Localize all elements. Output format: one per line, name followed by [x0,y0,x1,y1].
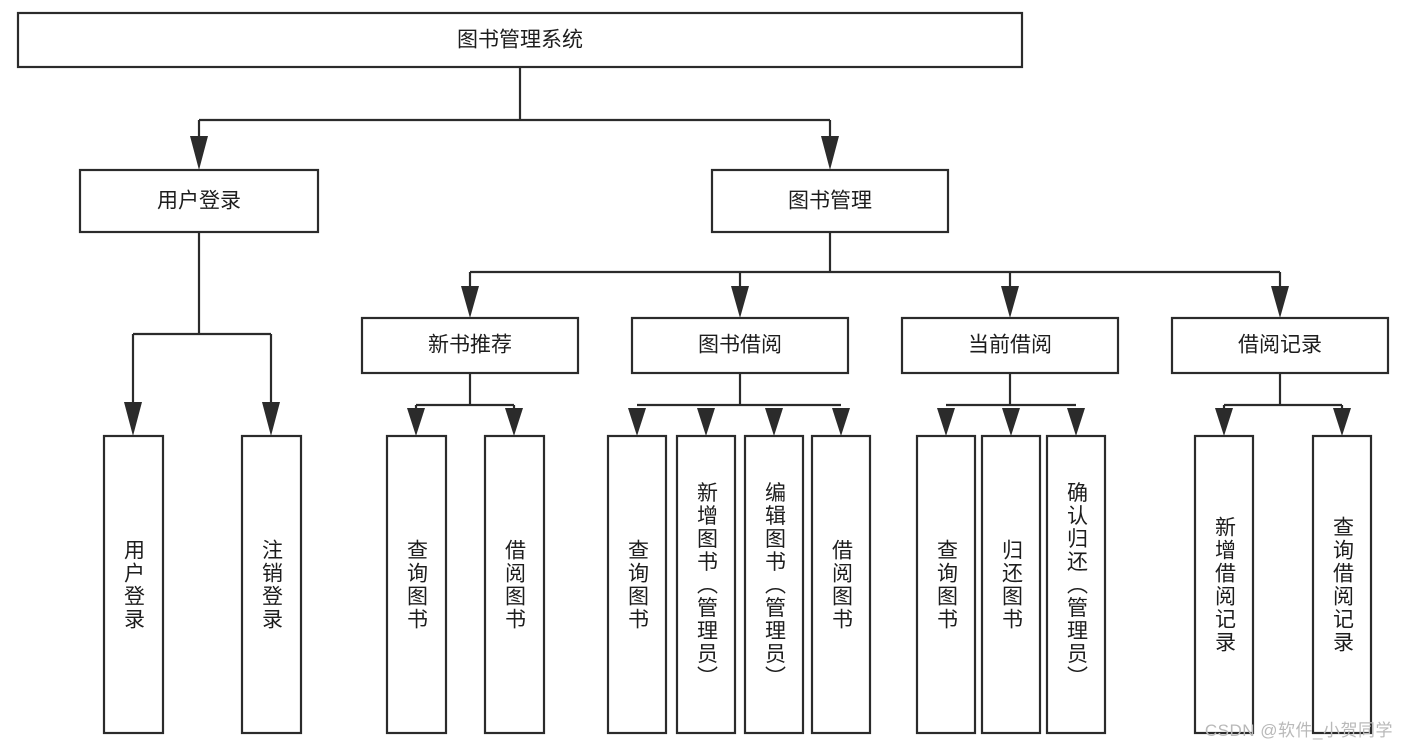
node-new-book-rec-box[interactable] [360,316,580,375]
node-current-borrow-label: 当前借阅 [968,334,1052,357]
connector-layer [124,67,1351,436]
node-leaf-2-label: 注销登录 [260,539,284,631]
node-leaf-12[interactable]: 新增借阅记录 [1193,434,1255,735]
node-root-label: 图书管理系统 [457,29,583,52]
csdn-watermark: CSDN @软件_小贺同学 [1204,721,1393,740]
arrow-head-leaf-12 [1215,408,1233,436]
node-book-mgmt-label: 图书管理 [788,190,872,213]
arrow-head-book-borrow [731,286,749,318]
node-leaf-9[interactable]: 查询图书 [915,434,977,735]
node-leaf-8-box[interactable] [810,434,872,735]
node-leaf-1-box[interactable] [102,434,165,735]
arrow-head-leaf-5 [628,408,646,436]
node-leaf-13-label: 查询借阅记录 [1331,516,1355,654]
node-leaf-10-box[interactable] [980,434,1042,735]
node-borrow-record[interactable]: 借阅记录 [1170,316,1390,375]
node-leaf-7-box[interactable] [743,434,805,735]
node-leaf-8[interactable]: 借阅图书 [810,434,872,735]
arrow-head-leaf-7 [765,408,783,436]
arrow-head-user-login [190,136,208,170]
arrow-head-leaf-11 [1067,408,1085,436]
node-leaf-4-box[interactable] [483,434,546,735]
node-leaf-11-label: 确认归还（管理员） [1065,482,1089,689]
node-leaf-1[interactable]: 用户登录 [102,434,165,735]
node-leaf-3-label: 查询图书 [405,539,429,631]
arrow-head-current-borrow [1001,286,1019,318]
node-book-mgmt[interactable]: 图书管理 [710,168,950,234]
node-leaf-5-box[interactable] [606,434,668,735]
node-leaf-6[interactable]: 新增图书（管理员） [675,434,737,735]
node-leaf-2-box[interactable] [240,434,303,735]
node-book-borrow[interactable]: 图书借阅 [630,316,850,375]
node-leaf-11-box[interactable] [1045,434,1107,735]
arrow-head-leaf-10 [1002,408,1020,436]
node-book-borrow-label: 图书借阅 [698,334,782,357]
arrow-head-leaf-4 [505,408,523,436]
node-user-login-box[interactable] [78,168,320,234]
node-leaf-13[interactable]: 查询借阅记录 [1311,434,1373,735]
node-leaf-4[interactable]: 借阅图书 [483,434,546,735]
node-leaf-9-label: 查询图书 [935,539,959,631]
node-leaf-2[interactable]: 注销登录 [240,434,303,735]
node-root-box[interactable] [16,11,1024,69]
arrow-head-leaf-2 [262,402,280,436]
node-leaf-9-box[interactable] [915,434,977,735]
node-leaf-10-label: 归还图书 [1000,539,1024,631]
node-leaf-7-label: 编辑图书（管理员） [763,482,787,689]
node-current-borrow-box[interactable] [900,316,1120,375]
node-leaf-12-box[interactable] [1193,434,1255,735]
node-user-login[interactable]: 用户登录 [78,168,320,234]
arrow-head-book-mgmt [821,136,839,170]
arrow-head-new-book-rec [461,286,479,318]
arrow-head-leaf-8 [832,408,850,436]
node-leaf-1-label: 用户登录 [122,539,146,631]
node-leaf-13-box[interactable] [1311,434,1373,735]
node-leaf-5-label: 查询图书 [626,539,650,631]
node-borrow-record-box[interactable] [1170,316,1390,375]
arrow-head-leaf-6 [697,408,715,436]
arrow-head-leaf-13 [1333,408,1351,436]
arrow-head-leaf-3 [407,408,425,436]
node-leaf-7[interactable]: 编辑图书（管理员） [743,434,805,735]
node-leaf-5[interactable]: 查询图书 [606,434,668,735]
node-leaf-8-label: 借阅图书 [830,539,854,631]
node-user-login-label: 用户登录 [157,190,241,213]
arrow-head-leaf-1 [124,402,142,436]
node-borrow-record-label: 借阅记录 [1238,334,1322,357]
node-book-borrow-box[interactable] [630,316,850,375]
node-book-mgmt-box[interactable] [710,168,950,234]
node-new-book-rec[interactable]: 新书推荐 [360,316,580,375]
node-leaf-3-box[interactable] [385,434,448,735]
arrow-head-borrow-record [1271,286,1289,318]
node-leaf-4-label: 借阅图书 [503,539,527,631]
node-leaf-12-label: 新增借阅记录 [1213,516,1237,654]
node-leaf-10[interactable]: 归还图书 [980,434,1042,735]
node-leaf-6-label: 新增图书（管理员） [695,482,719,689]
node-leaf-6-box[interactable] [675,434,737,735]
node-leaf-11[interactable]: 确认归还（管理员） [1045,434,1107,735]
arrow-head-leaf-9 [937,408,955,436]
node-root[interactable]: 图书管理系统 [16,11,1024,69]
node-new-book-rec-label: 新书推荐 [428,334,512,357]
node-leaf-3[interactable]: 查询图书 [385,434,448,735]
node-current-borrow[interactable]: 当前借阅 [900,316,1120,375]
